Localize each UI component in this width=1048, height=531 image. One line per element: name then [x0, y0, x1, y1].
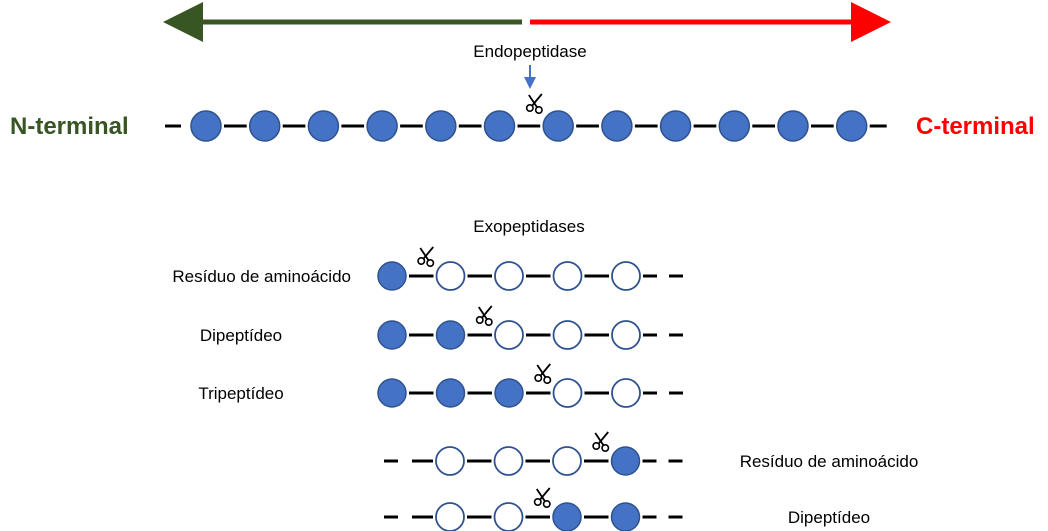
- scissors-icon: [592, 431, 610, 453]
- filled-residue: [718, 110, 751, 142]
- c-terminal-label: C-terminal: [916, 113, 1035, 140]
- exopeptidase-row: Resíduo de aminoácido: [384, 431, 919, 476]
- open-residue: [435, 502, 465, 531]
- open-residue: [552, 446, 582, 476]
- filled-residue: [835, 110, 868, 142]
- exopeptidase-row: Resíduo de aminoácido: [172, 246, 683, 291]
- filled-residue: [659, 110, 692, 142]
- filled-residue: [610, 502, 641, 531]
- open-residue: [552, 320, 583, 350]
- filled-residue: [248, 110, 281, 142]
- scissors-icon: [534, 363, 552, 385]
- filled-residue: [435, 320, 466, 350]
- open-residue: [435, 446, 465, 476]
- open-residue: [494, 320, 524, 350]
- filled-residue: [610, 446, 641, 476]
- open-residue: [611, 320, 641, 350]
- filled-residue: [483, 110, 516, 142]
- exopeptidase-row-label: Resíduo de aminoácido: [172, 267, 351, 286]
- exopeptidases-label: Exopeptidases: [473, 217, 585, 236]
- open-residue: [552, 378, 583, 408]
- scissors-icon: [525, 93, 543, 115]
- scissors-icon: [533, 487, 551, 509]
- filled-residue: [366, 110, 398, 142]
- scissors-icon: [417, 246, 435, 268]
- open-residue: [493, 446, 524, 476]
- filled-residue: [777, 110, 809, 142]
- filled-residue: [601, 110, 633, 142]
- filled-residue: [377, 320, 407, 350]
- open-residue: [552, 261, 583, 291]
- open-residue: [611, 378, 641, 408]
- exopeptidase-row: Tripeptídeo: [198, 363, 683, 408]
- open-residue: [435, 261, 466, 291]
- exopeptidase-row: Dipeptídeo: [200, 305, 683, 350]
- filled-residue: [435, 378, 466, 408]
- filled-residue: [307, 110, 340, 142]
- exopeptidase-row-label: Dipeptídeo: [788, 508, 870, 527]
- filled-residue: [190, 110, 222, 142]
- filled-residue: [377, 261, 407, 291]
- exopeptidase-row-label: Resíduo de aminoácido: [740, 452, 919, 471]
- filled-residue: [377, 378, 407, 408]
- n-terminal-label: N-terminal: [10, 113, 129, 140]
- endopeptidase-label: Endopeptidase: [473, 42, 586, 61]
- endopeptidase-chain: [165, 93, 887, 142]
- exopeptidase-row-label: Dipeptídeo: [200, 326, 282, 345]
- scissors-icon: [475, 305, 493, 327]
- open-residue: [493, 502, 524, 531]
- filled-residue: [542, 110, 574, 142]
- open-residue: [494, 261, 524, 291]
- exopeptidase-row: Dipeptídeo: [384, 487, 870, 531]
- exopeptidase-rows: Resíduo de aminoácidoDipeptídeoTripeptíd…: [172, 246, 919, 531]
- open-residue: [611, 261, 641, 291]
- filled-residue: [425, 110, 457, 142]
- filled-residue: [494, 378, 524, 408]
- filled-residue: [552, 502, 582, 531]
- exopeptidase-row-label: Tripeptídeo: [198, 384, 283, 403]
